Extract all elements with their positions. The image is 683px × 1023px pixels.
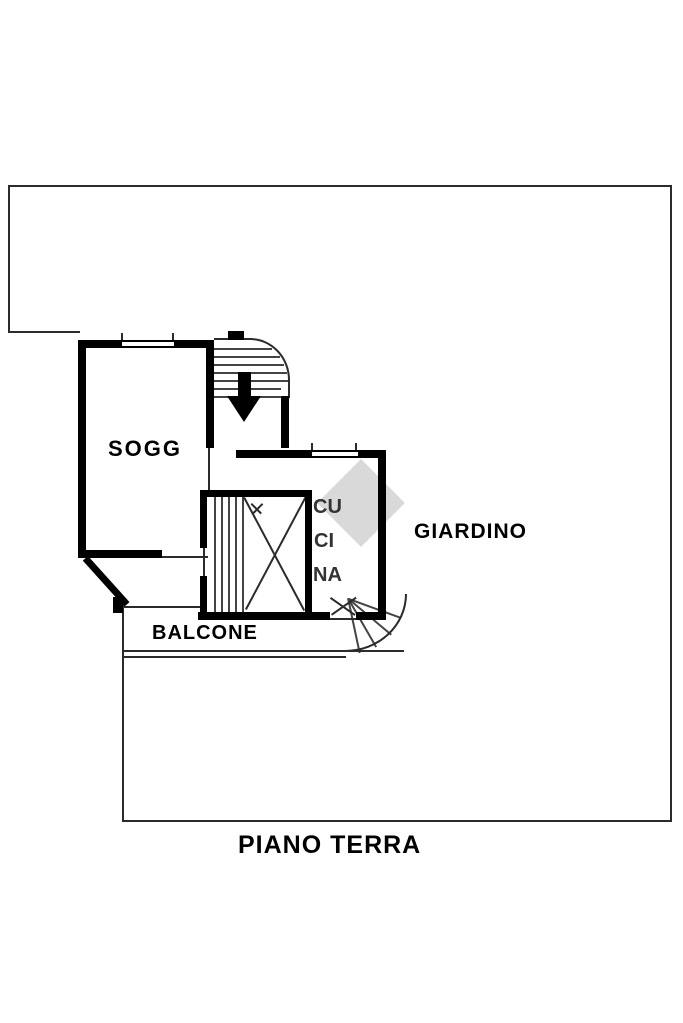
external-stair-arc <box>345 594 407 652</box>
building-bottom-wall-right <box>356 612 386 620</box>
inner-stair-tread <box>214 497 216 612</box>
balcony-left-line <box>122 606 124 652</box>
sogg-left-wall <box>78 340 86 558</box>
inner-stair-tread <box>228 497 230 612</box>
stair-top-stub <box>228 331 244 340</box>
site-boundary-left-lower <box>122 650 124 822</box>
site-boundary-connector <box>8 331 80 333</box>
inner-stair-diagonal <box>245 495 307 610</box>
stair-left-wall <box>206 340 214 448</box>
sogg-window-jamb-left <box>121 333 123 341</box>
sogg-top-wall-right <box>174 340 214 348</box>
cucina-top-wall-left <box>236 450 312 458</box>
stair-right-line <box>288 378 290 398</box>
inner-stair-right-wall <box>305 490 312 620</box>
balcony-bottom-line-inner <box>122 656 346 658</box>
balcony-door-opening-line <box>330 618 356 620</box>
inner-stair-left-wall-lower <box>200 576 207 620</box>
stair-tread <box>214 348 272 350</box>
plan-title: PIANO TERRA <box>238 831 422 859</box>
sogg-window-jamb-right <box>172 333 174 341</box>
stair-tread <box>214 380 288 382</box>
inner-stair-tread <box>242 497 244 612</box>
site-boundary-right <box>670 185 672 822</box>
room-label-cucina-line3: NA <box>313 564 342 586</box>
room-label-sogg: SOGG <box>108 436 183 461</box>
cucina-window-jamb-right <box>355 443 357 451</box>
balcony-bottom-line-outer <box>122 650 404 652</box>
area-label-balcone: BALCONE <box>152 622 258 644</box>
sogg-door-opening-line <box>162 556 208 558</box>
inner-stair-top-wall <box>206 490 312 497</box>
sogg-window <box>122 340 174 348</box>
sogg-top-wall-left <box>78 340 122 348</box>
cucina-window-jamb-left <box>311 443 313 451</box>
site-boundary-left-upper <box>8 185 10 333</box>
area-label-giardino: GIARDINO <box>414 520 527 543</box>
inner-stair-door-line <box>203 548 205 576</box>
inner-stair-tread <box>221 497 223 612</box>
cucina-top-wall-right <box>358 450 386 458</box>
stair-tread <box>214 364 284 366</box>
room-label-cucina-line2: CI <box>314 530 334 552</box>
stair-corner-arc <box>250 338 290 380</box>
balcony-top-line <box>122 606 200 608</box>
sogg-bottom-wall <box>78 550 162 558</box>
hall-doorway-line <box>208 448 210 490</box>
stair-right-wall <box>281 396 289 448</box>
inner-stair-tread <box>235 497 237 612</box>
site-boundary-top <box>8 185 672 187</box>
entrance-arrow-head-icon <box>227 396 261 422</box>
balcony-corner-stub <box>113 597 123 613</box>
cucina-window <box>312 450 358 458</box>
building-bottom-wall-left <box>198 612 330 620</box>
room-label-cucina-line1: CU <box>313 496 342 518</box>
entrance-arrow-icon <box>238 372 251 398</box>
site-boundary-bottom <box>122 820 672 822</box>
inner-stair-left-wall-upper <box>200 490 207 548</box>
cucina-right-wall <box>378 450 386 616</box>
stair-tread <box>214 356 280 358</box>
